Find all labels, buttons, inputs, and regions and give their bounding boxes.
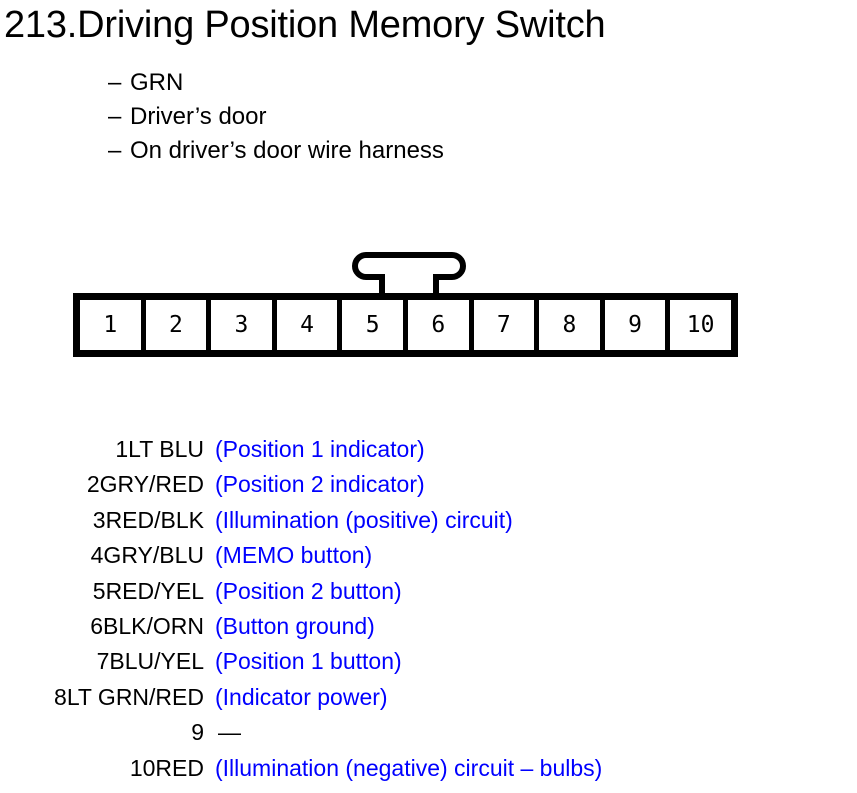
pin-wire-label: 10RED (129, 754, 204, 781)
connector-attribute-list: – GRN – Driver’s door – On driver’s door… (108, 66, 708, 168)
legend-row: 10RED (Illumination (negative) circuit –… (0, 751, 857, 786)
en-dash-bullet-icon: – (108, 103, 122, 130)
connector-pin-cell: 1 (80, 300, 141, 350)
attribute-label: Driver’s door (130, 103, 267, 130)
pin-cell-number: 9 (628, 311, 642, 338)
attribute-label: On driver’s door wire harness (130, 137, 444, 164)
pin-cell-number: 1 (103, 311, 118, 338)
attribute-label: GRN (130, 69, 184, 96)
legend-row: 4GRY/BLU (MEMO button) (0, 538, 857, 573)
pin-cell-number: 2 (168, 311, 183, 338)
pin-description: — (218, 719, 241, 746)
page-title: 213.Driving Position Memory Switch (4, 4, 606, 46)
connector-pin-cell: 3 (211, 300, 272, 350)
legend-row: 3RED/BLK (Illumination (positive) circui… (0, 503, 857, 538)
pin-wire-label: 6BLK/ORN (90, 612, 204, 639)
pin-cell-number: 8 (562, 311, 577, 338)
list-item: – Driver’s door (108, 100, 708, 134)
connector-shell: 1 2 3 4 5 6 7 8 9 10 (73, 293, 738, 357)
connector-pin-cell: 4 (276, 300, 338, 350)
list-item: – GRN (108, 66, 708, 100)
pin-cell-number: 6 (431, 311, 446, 338)
pin-description: (Illumination (negative) circuit – bulbs… (215, 754, 603, 781)
pin-legend-list: 1LT BLU (Position 1 indicator) 2GRY/RED … (0, 432, 857, 786)
legend-row: 5RED/YEL (Position 2 button) (0, 574, 857, 609)
connector-pin-cell: 9 (604, 300, 666, 350)
legend-row: 1LT BLU (Position 1 indicator) (0, 432, 857, 467)
pin-description: (Illumination (positive) circuit) (215, 506, 513, 533)
pin-wire-label: 8LT GRN/RED (54, 683, 204, 710)
connector-pin-cell: 6 (407, 300, 469, 350)
pin-description: (Position 2 button) (215, 577, 402, 604)
pin-cell-number: 3 (234, 311, 249, 338)
pin-description: (Indicator power) (215, 683, 388, 710)
legend-row: 2GRY/RED (Position 2 indicator) (0, 467, 857, 502)
pin-wire-label: 7BLU/YEL (96, 648, 204, 675)
pin-description: (Position 1 button) (215, 648, 402, 675)
list-item: – On driver’s door wire harness (108, 134, 708, 168)
connector-pin-cell: 5 (342, 300, 403, 350)
pin-wire-label: 9 (191, 719, 204, 746)
connector-pin-cell: 10 (670, 300, 731, 350)
legend-row: 9 — (0, 715, 857, 750)
legend-row: 8LT GRN/RED (Indicator power) (0, 680, 857, 715)
legend-row: 6BLK/ORN (Button ground) (0, 609, 857, 644)
legend-row: 7BLU/YEL (Position 1 button) (0, 644, 857, 679)
connector-pin-cell: 8 (539, 300, 600, 350)
connector-pin-cell: 7 (473, 300, 535, 350)
pin-cell-number: 10 (686, 311, 715, 338)
pin-wire-label: 4GRY/BLU (90, 542, 204, 569)
connector-pin-cell: 2 (145, 300, 207, 350)
pin-description: (MEMO button) (215, 542, 373, 569)
connector-diagram: 1 2 3 4 5 6 7 8 9 10 (73, 252, 753, 357)
en-dash-bullet-icon: – (108, 137, 122, 164)
pin-wire-label: 2GRY/RED (86, 471, 204, 498)
pin-wire-label: 1LT BLU (115, 436, 204, 462)
pin-wire-label: 3RED/BLK (92, 506, 204, 533)
pin-description: (Button ground) (215, 612, 375, 639)
pin-cell-number: 5 (365, 311, 380, 338)
pin-description: (Position 2 indicator) (215, 471, 425, 498)
pin-cell-number: 4 (300, 311, 314, 338)
en-dash-bullet-icon: – (108, 69, 122, 96)
pin-cell-number: 7 (496, 311, 511, 338)
pin-description: (Position 1 indicator) (215, 436, 425, 462)
pin-wire-label: 5RED/YEL (92, 577, 204, 604)
